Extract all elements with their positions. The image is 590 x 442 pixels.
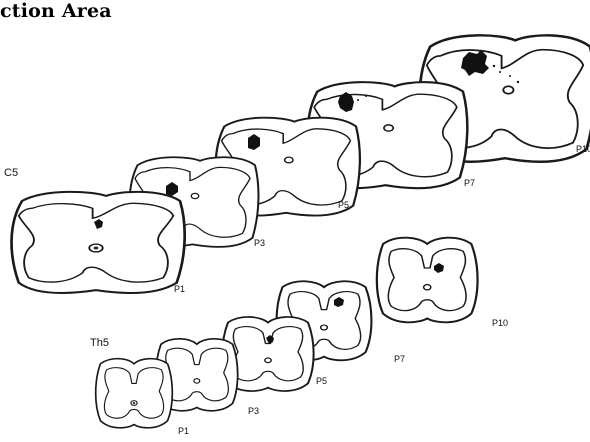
cervical-section-p1 [12, 192, 185, 293]
thoracic-label-p1: P1 [178, 426, 189, 436]
thoracic-section-p10 [377, 238, 478, 323]
thoracic-label-p3: P3 [248, 406, 259, 416]
thoracic-section-p1 [96, 359, 173, 428]
level-label-c5: C5 [4, 167, 18, 179]
level-label-th5: Th5 [90, 337, 109, 349]
cervical-label-p1: P1 [174, 284, 185, 294]
cervical-label-p7: P7 [464, 178, 475, 188]
thoracic-label-p7: P7 [394, 354, 405, 364]
cervical-label-p10: P10 [576, 144, 590, 154]
cervical-label-p3: P3 [254, 238, 265, 248]
thoracic-label-p5: P5 [316, 376, 327, 386]
thoracic-label-p10: P10 [492, 318, 508, 328]
cervical-label-p5: P5 [338, 200, 349, 210]
